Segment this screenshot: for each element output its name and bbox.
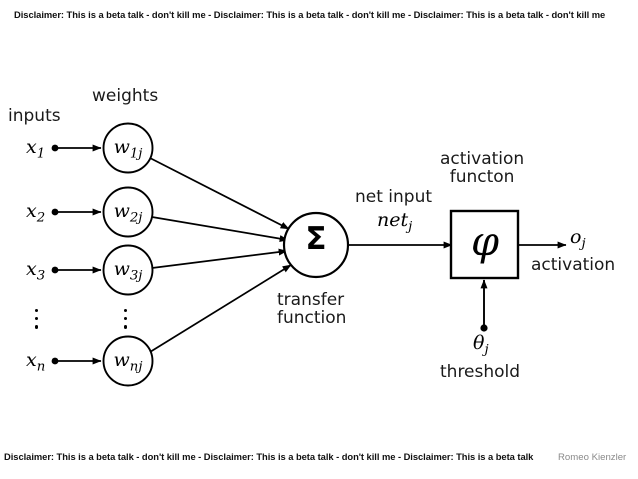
label-net-input: net input: [355, 187, 433, 207]
input-variable-2: x2: [26, 200, 46, 226]
threshold-variable: θj: [473, 332, 489, 358]
weight-node-1: [102, 122, 154, 174]
input-dot-2: [51, 208, 59, 216]
weights-ellipsis: [124, 309, 129, 334]
weight-node-2: [102, 186, 154, 238]
inputs-ellipsis: [35, 309, 40, 334]
threshold-dot: [480, 324, 488, 332]
disclaimer-banner-top: Disclaimer: This is a beta talk - don't …: [14, 9, 606, 20]
arrow-weight-3-to-sum: [151, 248, 288, 269]
label-activation-output: activation: [531, 255, 616, 275]
summation-sigma-symbol: Σ: [305, 221, 327, 257]
input-dot-3: [51, 266, 59, 274]
label-weights: weights: [92, 86, 159, 106]
input-dot-1: [51, 144, 59, 152]
weight-variable-2: w2j: [113, 200, 143, 226]
label-transfer-line1: transfer: [277, 290, 345, 310]
activation-function-box: [449, 209, 520, 280]
weight-variable-1: w1j: [113, 136, 143, 162]
weight-node-3: [102, 244, 154, 296]
label-activation-function: activation functon: [440, 150, 524, 187]
weight-node-n: [102, 335, 154, 387]
input-variable-n: xn: [26, 349, 46, 375]
input-dot-n: [51, 357, 59, 365]
weight-variable-n: wnj: [113, 349, 143, 375]
label-activation-function-line1: activation: [440, 149, 525, 169]
arrow-weight-2-to-sum: [151, 216, 289, 243]
arrow-weight-n-to-sum: [149, 264, 292, 353]
activation-phi-symbol: φ: [470, 219, 499, 265]
output-variable: oj: [570, 226, 586, 252]
arrow-weight-1-to-sum: [149, 157, 290, 230]
disclaimer-banner-bottom: Disclaimer: This is a beta talk - don't …: [4, 451, 534, 462]
label-transfer-line2: function: [277, 308, 347, 329]
label-inputs: inputs: [8, 106, 61, 126]
weight-variable-3: w3j: [113, 258, 143, 284]
label-threshold: threshold: [440, 362, 521, 382]
input-variable-1: x1: [26, 136, 46, 162]
net-input-variable: netj: [377, 209, 413, 235]
label-activation-function-line2: functon: [449, 167, 515, 188]
label-transfer-function: transfer function: [277, 291, 346, 328]
author-credit: Romeo Kienzler: [558, 452, 627, 463]
input-variable-3: x3: [26, 258, 46, 284]
